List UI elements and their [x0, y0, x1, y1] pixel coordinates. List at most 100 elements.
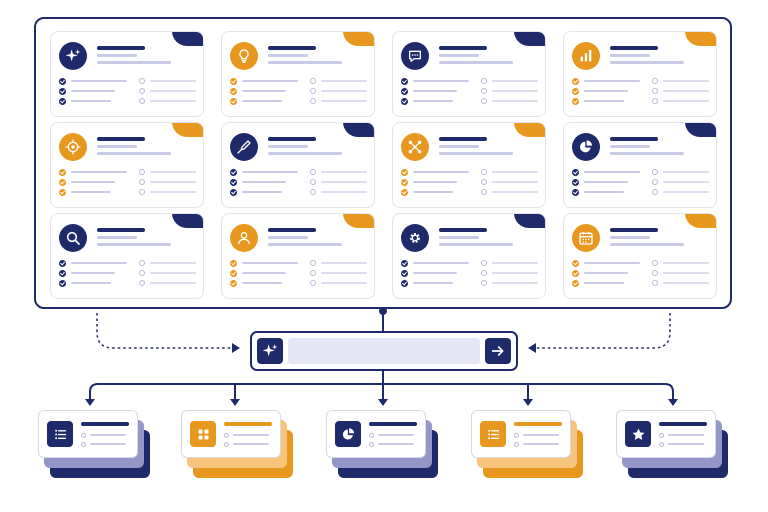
- output-document-stack[interactable]: [326, 410, 444, 480]
- output-document-stack[interactable]: [616, 410, 734, 480]
- output-title-placeholder: [514, 422, 562, 426]
- chat-bubble-icon: [401, 42, 429, 70]
- template-card[interactable]: [563, 31, 717, 117]
- empty-circle-icon: [139, 270, 145, 276]
- checked-item: [59, 279, 111, 287]
- unchecked-item: [481, 259, 538, 267]
- empty-circle-icon: [139, 88, 145, 94]
- card-corner-tab: [514, 123, 545, 137]
- checked-item: [59, 97, 111, 105]
- checked-item: [59, 168, 127, 176]
- card-subtitle-placeholder: [97, 54, 137, 57]
- card-subtitle-placeholder: [610, 236, 650, 239]
- checked-item: [572, 188, 624, 196]
- template-card[interactable]: [392, 31, 546, 117]
- template-card[interactable]: [563, 122, 717, 208]
- card-title-placeholder: [268, 46, 316, 50]
- template-card[interactable]: [392, 122, 546, 208]
- template-card[interactable]: [50, 213, 204, 299]
- checked-item: [572, 97, 624, 105]
- card-corner-tab: [172, 214, 203, 228]
- check-icon: [401, 178, 408, 186]
- check-icon: [59, 279, 66, 287]
- check-icon: [59, 259, 66, 267]
- checked-item: [401, 77, 469, 85]
- card-title-placeholder: [439, 137, 487, 141]
- card-description-placeholder: [439, 152, 513, 155]
- output-card: [471, 410, 571, 458]
- checked-item: [401, 279, 453, 287]
- right-dotted-feedback-arrow: [532, 313, 671, 349]
- template-card[interactable]: [392, 213, 546, 299]
- card-subtitle-placeholder: [439, 236, 479, 239]
- check-icon: [401, 87, 408, 95]
- ai-prompt-bar[interactable]: [250, 331, 518, 371]
- check-icon: [230, 188, 237, 196]
- checked-item: [572, 77, 640, 85]
- check-icon: [230, 168, 237, 176]
- empty-circle-icon: [310, 98, 316, 104]
- card-title-placeholder: [268, 228, 316, 232]
- empty-circle-icon: [481, 280, 487, 286]
- template-card[interactable]: [50, 122, 204, 208]
- template-card[interactable]: [563, 213, 717, 299]
- unchecked-item: [310, 87, 367, 95]
- unchecked-item: [310, 279, 367, 287]
- checked-item: [230, 97, 282, 105]
- sparkle-icon[interactable]: [257, 338, 283, 364]
- template-card[interactable]: [221, 122, 375, 208]
- pen-nib-icon: [230, 133, 258, 161]
- output-document-stack[interactable]: [471, 410, 589, 480]
- checked-item: [572, 279, 624, 287]
- unchecked-item: [310, 77, 367, 85]
- checked-item: [230, 77, 298, 85]
- template-card[interactable]: [221, 213, 375, 299]
- output-title-placeholder: [369, 422, 417, 426]
- card-description-placeholder: [268, 243, 342, 246]
- unchecked-item: [481, 97, 538, 105]
- template-card[interactable]: [221, 31, 375, 117]
- calendar-icon: [572, 224, 600, 252]
- card-title-placeholder: [97, 228, 145, 232]
- check-icon: [59, 178, 66, 186]
- right-dotted-arrowhead: [528, 343, 536, 353]
- output-card: [326, 410, 426, 458]
- card-title-placeholder: [610, 46, 658, 50]
- empty-circle-icon: [139, 98, 145, 104]
- prompt-input[interactable]: [288, 338, 480, 364]
- check-icon: [230, 97, 237, 105]
- checked-item: [401, 168, 469, 176]
- empty-circle-icon: [481, 98, 487, 104]
- checked-item: [572, 259, 640, 267]
- card-corner-tab: [343, 32, 374, 46]
- check-icon: [572, 97, 579, 105]
- unchecked-item: [139, 97, 196, 105]
- unchecked-item: [310, 97, 367, 105]
- checked-item: [59, 269, 115, 277]
- unchecked-item: [652, 77, 709, 85]
- output-title-placeholder: [81, 422, 129, 426]
- card-description-placeholder: [610, 243, 684, 246]
- arrow-right-icon[interactable]: [485, 338, 511, 364]
- unchecked-item: [139, 259, 196, 267]
- card-corner-tab: [685, 32, 716, 46]
- card-corner-tab: [172, 123, 203, 137]
- card-description-placeholder: [439, 243, 513, 246]
- empty-circle-icon: [481, 88, 487, 94]
- card-description-placeholder: [268, 61, 342, 64]
- card-title-placeholder: [610, 137, 658, 141]
- unchecked-item: [310, 178, 367, 186]
- empty-circle-icon: [139, 179, 145, 185]
- card-title-placeholder: [610, 228, 658, 232]
- template-card[interactable]: [50, 31, 204, 117]
- output-document-stack[interactable]: [38, 410, 156, 480]
- unchecked-item: [310, 269, 367, 277]
- unchecked-item: [652, 87, 709, 95]
- unchecked-item: [652, 97, 709, 105]
- empty-circle-icon: [652, 88, 658, 94]
- check-icon: [572, 168, 579, 176]
- check-icon: [572, 178, 579, 186]
- output-document-stack[interactable]: [181, 410, 299, 480]
- check-icon: [572, 259, 579, 267]
